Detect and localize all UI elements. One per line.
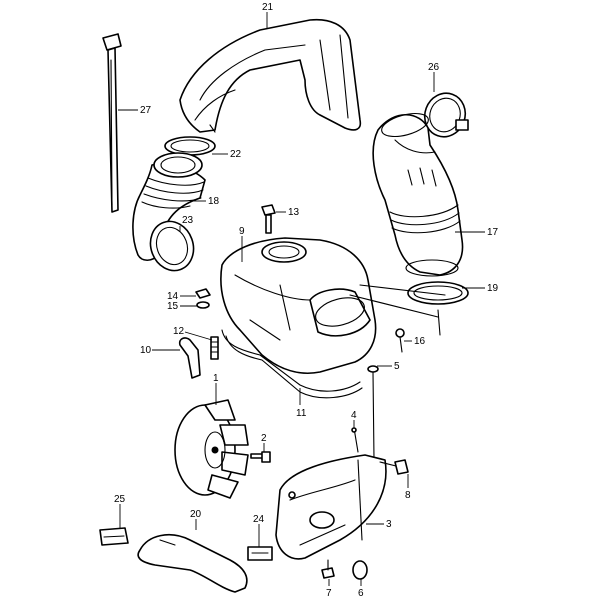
left-hose-clip-part <box>99 527 129 546</box>
callout-22: 22 <box>230 149 242 160</box>
cable-tie-part <box>102 33 122 213</box>
callout-11: 11 <box>296 408 307 419</box>
callout-6: 6 <box>358 588 364 599</box>
callout-15: 15 <box>167 301 179 312</box>
lower-hose-part <box>137 534 248 593</box>
bottom-screw-part <box>321 559 335 579</box>
bottom-cap-part <box>352 560 368 580</box>
callout-26: 26 <box>428 62 440 73</box>
callout-10: 10 <box>140 345 152 356</box>
callout-27: 27 <box>140 105 152 116</box>
callout-5: 5 <box>394 361 400 372</box>
callout-3: 3 <box>386 519 392 530</box>
stud-bolt-part <box>210 336 219 360</box>
callout-4: 4 <box>351 410 357 421</box>
callout-19: 19 <box>487 283 499 294</box>
leader-lines <box>118 12 485 586</box>
callout-12: 12 <box>173 326 185 337</box>
callout-16: 16 <box>414 336 426 347</box>
nut-part <box>195 288 211 299</box>
hose-clamp-ring-part <box>149 220 195 272</box>
callout-17: 17 <box>487 227 499 238</box>
cooling-fan-part <box>174 399 249 499</box>
callout-1: 1 <box>213 373 219 384</box>
side-screw-part <box>395 328 405 353</box>
gasket-ring-part <box>164 136 216 156</box>
fan-cover-housing-part <box>220 237 446 374</box>
callout-7: 7 <box>326 588 332 599</box>
washer-part <box>196 301 210 309</box>
callout-20: 20 <box>190 509 202 520</box>
callout-24: 24 <box>253 514 265 525</box>
callout-8: 8 <box>405 490 411 501</box>
callout-21: 21 <box>262 2 274 13</box>
lower-clamp-part <box>407 281 469 305</box>
fan-shroud-part <box>275 454 387 560</box>
callout-18: 18 <box>208 196 220 207</box>
corrugated-duct-part <box>372 112 464 277</box>
callout-23: 23 <box>182 215 194 226</box>
callout-2: 2 <box>261 433 267 444</box>
shroud-stud-part <box>351 427 359 453</box>
callout-9: 9 <box>239 226 245 237</box>
grommet-part <box>367 365 379 461</box>
upper-intake-duct-part <box>179 18 362 133</box>
fan-bolt-part <box>250 451 271 463</box>
upper-clamp-part <box>423 92 469 138</box>
callout-25: 25 <box>114 494 126 505</box>
callout-13: 13 <box>288 207 300 218</box>
callout-14: 14 <box>167 291 179 302</box>
top-bolt-part <box>261 204 276 234</box>
right-hose-clip-part <box>247 546 273 561</box>
shroud-screw-part <box>379 459 409 475</box>
bracket-part <box>178 337 201 379</box>
